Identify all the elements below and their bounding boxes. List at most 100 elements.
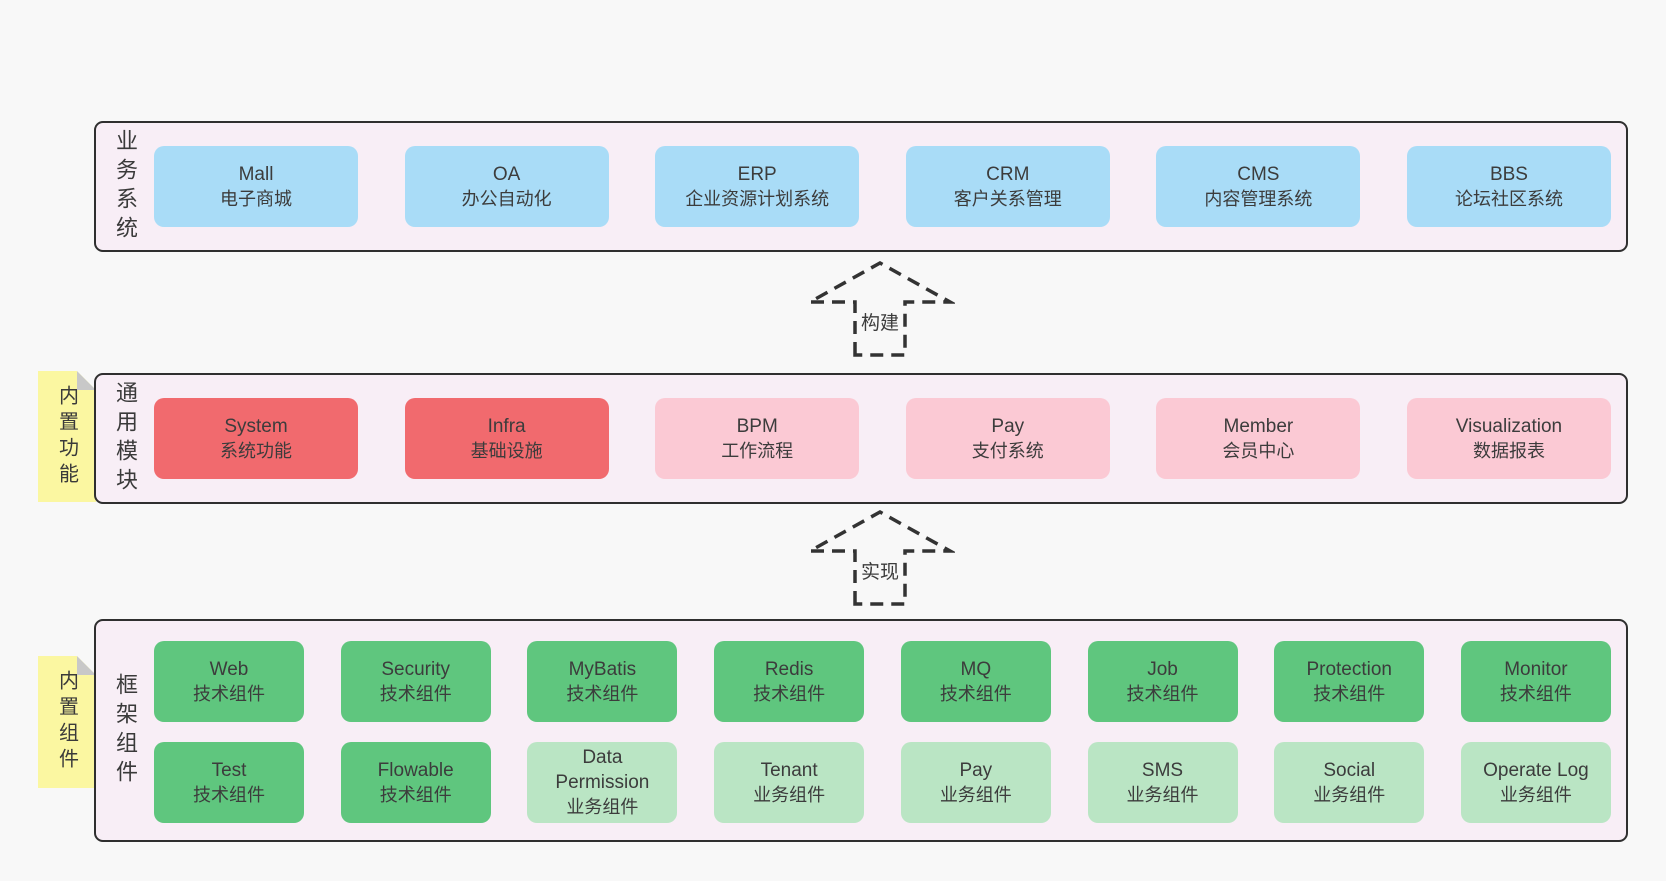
box-erp: ERP 企业资源计划系统 xyxy=(655,146,860,227)
box-name: MQ xyxy=(960,658,992,680)
box-desc: 论坛社区系统 xyxy=(1454,188,1563,209)
box-desc: 工作流程 xyxy=(721,440,794,461)
box-row: System 系统功能 Infra 基础设施 BPM 工作流程 Pay 支付系统… xyxy=(154,375,1611,502)
box-desc: 业务组件 xyxy=(566,797,639,817)
sticky-tab-label: 内置组件 xyxy=(55,670,78,774)
box-desc: 基础设施 xyxy=(470,440,543,461)
box-social: Social 业务组件 xyxy=(1274,742,1425,823)
up-arrow-icon xyxy=(805,509,955,606)
box-oa: OA 办公自动化 xyxy=(404,146,609,227)
box-bpm: BPM 工作流程 xyxy=(655,398,860,479)
box-desc: 技术组件 xyxy=(566,683,639,704)
box-desc: 系统功能 xyxy=(220,440,292,461)
box-job: Job 技术组件 xyxy=(1087,641,1238,722)
box-name: SMS xyxy=(1141,759,1184,781)
box-name: MyBatis xyxy=(568,658,637,680)
layer-framework-components: 框架组件 Web 技术组件 Security 技术组件 MyBatis 技术组件… xyxy=(94,619,1628,842)
box-desc: 技术组件 xyxy=(193,784,265,805)
box-security: Security 技术组件 xyxy=(340,641,491,722)
box-desc: 技术组件 xyxy=(193,683,265,704)
box-desc: 办公自动化 xyxy=(461,188,552,209)
layer-label: 业务系统 xyxy=(113,128,138,245)
box-operate-log: Operate Log 业务组件 xyxy=(1460,742,1611,823)
box-name: Data Permission xyxy=(555,747,650,793)
box-monitor: Monitor 技术组件 xyxy=(1460,641,1611,722)
box-row: Web 技术组件 Security 技术组件 MyBatis 技术组件 Redi… xyxy=(154,641,1611,722)
box-crm: CRM 客户关系管理 xyxy=(905,146,1110,227)
sticky-tab-label: 内置功能 xyxy=(55,384,78,489)
box-name: Web xyxy=(209,658,249,680)
box-desc: 会员中心 xyxy=(1222,440,1295,461)
box-name: Member xyxy=(1223,415,1294,437)
box-desc: 技术组件 xyxy=(939,683,1012,704)
box-name: ERP xyxy=(737,163,777,185)
box-desc: 客户关系管理 xyxy=(953,188,1062,209)
box-desc: 技术组件 xyxy=(379,683,452,704)
box-name: Job xyxy=(1147,658,1178,680)
box-name: Flowable xyxy=(377,759,454,781)
box-row: Mall 电子商城 OA 办公自动化 ERP 企业资源计划系统 CRM 客户关系… xyxy=(154,123,1611,250)
sticky-tab-built-in-features: 内置功能 xyxy=(38,371,96,502)
box-desc: 企业资源计划系统 xyxy=(685,188,830,209)
box-name: CRM xyxy=(986,163,1030,185)
box-name: BBS xyxy=(1489,163,1528,185)
box-mq: MQ 技术组件 xyxy=(900,641,1051,722)
box-cms: CMS 内容管理系统 xyxy=(1156,146,1361,227)
box-desc: 支付系统 xyxy=(971,440,1044,461)
box-web: Web 技术组件 xyxy=(154,641,304,722)
box-name: Test xyxy=(211,759,247,781)
arrow-label: 实现 xyxy=(857,557,903,584)
box-flowable: Flowable 技术组件 xyxy=(340,742,491,823)
box-desc: 业务组件 xyxy=(1499,784,1572,805)
box-desc: 技术组件 xyxy=(1313,683,1386,704)
box-name: BPM xyxy=(736,415,778,437)
box-system: System 系统功能 xyxy=(154,398,358,479)
box-pay-system: Pay 支付系统 xyxy=(905,398,1110,479)
box-desc: 内容管理系统 xyxy=(1204,188,1313,209)
box-sms: SMS 业务组件 xyxy=(1087,742,1238,823)
box-pay-component: Pay 业务组件 xyxy=(900,742,1051,823)
box-mall: Mall 电子商城 xyxy=(154,146,358,227)
layer-common-modules: 通用模块 System 系统功能 Infra 基础设施 BPM 工作流程 Pay… xyxy=(94,373,1628,504)
box-name: Pay xyxy=(959,759,993,781)
layer-label: 通用模块 xyxy=(113,380,138,497)
box-member: Member 会员中心 xyxy=(1156,398,1361,479)
box-name: CMS xyxy=(1237,163,1280,185)
box-desc: 业务组件 xyxy=(1126,784,1199,805)
box-desc: 数据报表 xyxy=(1472,440,1545,461)
box-name: Security xyxy=(381,658,451,680)
box-desc: 业务组件 xyxy=(753,784,826,805)
box-desc: 技术组件 xyxy=(753,683,826,704)
box-bbs: BBS 论坛社区系统 xyxy=(1406,146,1611,227)
layer-label: 框架组件 xyxy=(113,672,138,789)
box-tenant: Tenant 业务组件 xyxy=(714,742,865,823)
box-name: System xyxy=(224,415,288,437)
box-name: Operate Log xyxy=(1483,759,1589,781)
box-name: Infra xyxy=(487,415,526,437)
component-grid: Web 技术组件 Security 技术组件 MyBatis 技术组件 Redi… xyxy=(154,641,1611,823)
box-visualization: Visualization 数据报表 xyxy=(1406,398,1611,479)
box-name: Monitor xyxy=(1504,658,1568,680)
box-protection: Protection 技术组件 xyxy=(1274,641,1425,722)
box-name: OA xyxy=(492,163,521,185)
box-desc: 技术组件 xyxy=(379,784,452,805)
up-arrow-icon xyxy=(805,260,955,357)
box-mybatis: MyBatis 技术组件 xyxy=(527,641,678,722)
box-desc: 电子商城 xyxy=(220,188,292,209)
box-name: Tenant xyxy=(760,759,818,781)
box-desc: 业务组件 xyxy=(939,784,1012,805)
box-name: Mall xyxy=(238,163,274,185)
box-name: Redis xyxy=(764,658,814,680)
box-redis: Redis 技术组件 xyxy=(714,641,865,722)
box-data-permission: Data Permission 业务组件 xyxy=(527,742,678,823)
box-test: Test 技术组件 xyxy=(154,742,304,823)
layer-business-systems: 业务系统 Mall 电子商城 OA 办公自动化 ERP 企业资源计划系统 CRM… xyxy=(94,121,1628,252)
box-desc: 技术组件 xyxy=(1126,683,1199,704)
box-name: Social xyxy=(1323,759,1376,781)
dashed-up-arrow-implement: 实现 xyxy=(805,507,955,607)
box-name: Protection xyxy=(1306,658,1392,680)
dashed-up-arrow-build: 构建 xyxy=(805,258,955,358)
box-desc: 技术组件 xyxy=(1499,683,1572,704)
arrow-label: 构建 xyxy=(857,308,903,335)
